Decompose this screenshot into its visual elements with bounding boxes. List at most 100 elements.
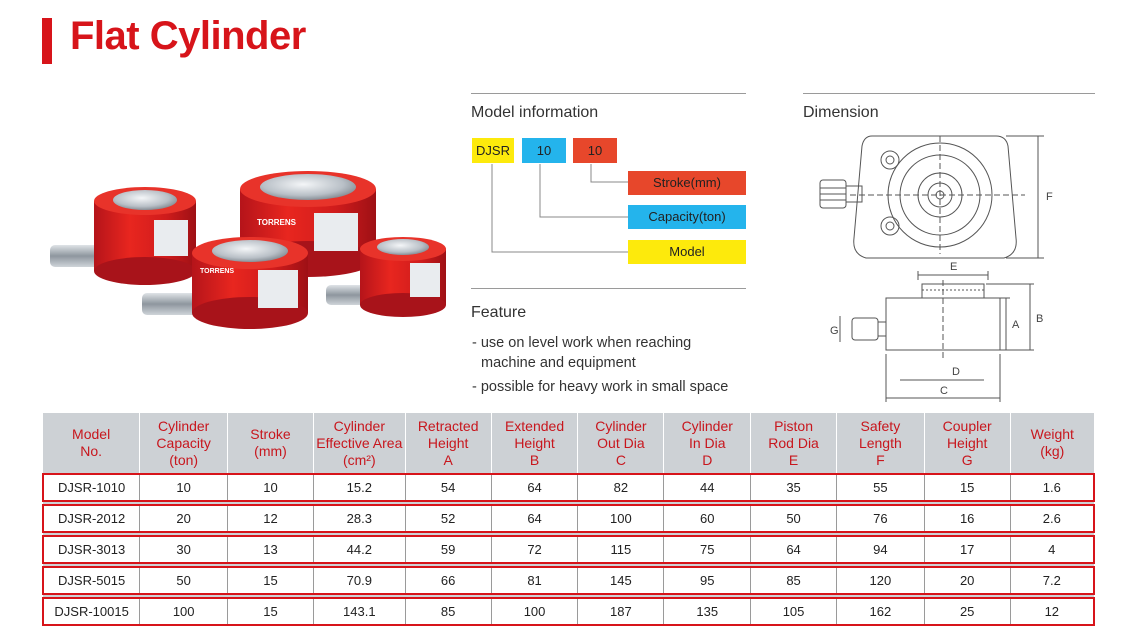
table-cell: 85 [404,597,492,626]
table-cell: 12 [1009,597,1095,626]
table-cell: 59 [404,535,492,564]
model-code-box: DJSR [472,138,514,163]
table-cell: 15 [227,597,314,626]
page-title: Flat Cylinder [70,14,306,58]
table-cell: 66 [404,566,492,595]
dimension-rule [803,93,1095,94]
column-header-line: D [702,451,713,468]
column-header-line: Rod Dia [768,434,819,451]
table-cell: 76 [835,504,925,533]
table-cell: 64 [490,473,578,502]
capacity-code-box: 10 [522,138,566,163]
table-cell: 2.6 [1009,504,1095,533]
svg-text:TORRENS: TORRENS [200,268,234,275]
dimension-label-a: A [1012,319,1020,331]
dimension-label-e: E [950,261,957,273]
model-number-cell: DJSR-10015 [42,597,140,626]
stroke-label-box: Stroke(mm) [628,171,746,195]
table-cell: 50 [139,566,228,595]
table-cell: 145 [577,566,664,595]
table-cell: 54 [404,473,492,502]
feature-item-1: - use on level work when reaching [472,335,692,351]
feature-rule [471,288,746,289]
column-header-line: (cm²) [342,451,376,468]
table-cell: 55 [835,473,925,502]
column-header: Weight(kg) [1009,413,1094,474]
table-cell: 187 [577,597,664,626]
row-spacer-cell [43,501,1094,505]
table-cell: 70.9 [312,566,406,595]
capacity-label-box: Capacity(ton) [628,205,746,229]
column-header-line: Height [946,434,988,451]
table-cell: 1.6 [1009,473,1095,502]
column-header-line: Out Dia [597,434,645,451]
table-cell: 120 [835,566,925,595]
stroke-code-box: 10 [573,138,617,163]
table-cell: 15 [227,566,314,595]
table-cell: 100 [139,597,228,626]
table-cell: 52 [404,504,492,533]
column-header-line: Extended [504,417,565,434]
table-cell: 95 [663,566,751,595]
column-header-line: Cylinder [595,417,647,434]
column-header-line: Cylinder [333,417,385,434]
cylinder-small-left [50,187,196,285]
table-cell: 50 [750,504,837,533]
column-header-line: Length [858,434,902,451]
table-cell: 20 [139,504,228,533]
column-header-line: Height [427,434,469,451]
table-cell: 115 [577,535,664,564]
table-cell: 28.3 [312,504,406,533]
row-spacer-cell [43,532,1094,536]
column-header-line: Cylinder [681,417,733,434]
row-spacer-cell [43,594,1094,598]
dimension-heading: Dimension [803,104,879,121]
model-number-cell: DJSR-1010 [42,473,140,502]
table-cell: 143.1 [312,597,406,626]
svg-text:TORRENS: TORRENS [257,218,297,227]
column-header-line: Safety [860,417,901,434]
table-cell: 105 [750,597,837,626]
table-cell: 44.2 [312,535,406,564]
table-cell: 35 [750,473,837,502]
column-header: Stroke(mm) [227,413,314,474]
column-header-line: Retracted [417,417,479,434]
table-cell: 30 [139,535,228,564]
table-cell: 10 [139,473,228,502]
product-image: TORRENS TORRENS [50,171,446,329]
table-cell: 75 [663,535,751,564]
dimension-label-d: D [952,366,960,378]
cylinder-medium: TORRENS [142,237,308,329]
dimension-label-f: F [1046,191,1053,203]
column-header-line: A [443,451,453,468]
column-header-line: Capacity [156,434,211,451]
dimension-label-g: G [830,325,839,337]
model-info-connectors [491,164,628,253]
table-cell: 15 [923,473,1011,502]
column-header-line: Height [514,434,555,451]
table-cell: 82 [577,473,664,502]
table-cell: 64 [490,504,578,533]
row-spacer-cell [43,563,1094,567]
column-header-line: E [788,451,799,468]
table-cell: 135 [663,597,751,626]
dimension-label-c: C [940,385,948,397]
column-header-line: (mm) [254,443,287,459]
column-header-line: F [876,451,885,468]
model-number-cell: DJSR-5015 [42,566,140,595]
column-header-line: (ton) [169,451,199,468]
column-header-line: In Dia [688,434,726,451]
model-number-cell: DJSR-2012 [42,504,140,533]
model-label-box: Model [628,240,746,264]
column-header-line: Effective Area [316,434,403,451]
model-number-cell: DJSR-3013 [42,535,140,564]
